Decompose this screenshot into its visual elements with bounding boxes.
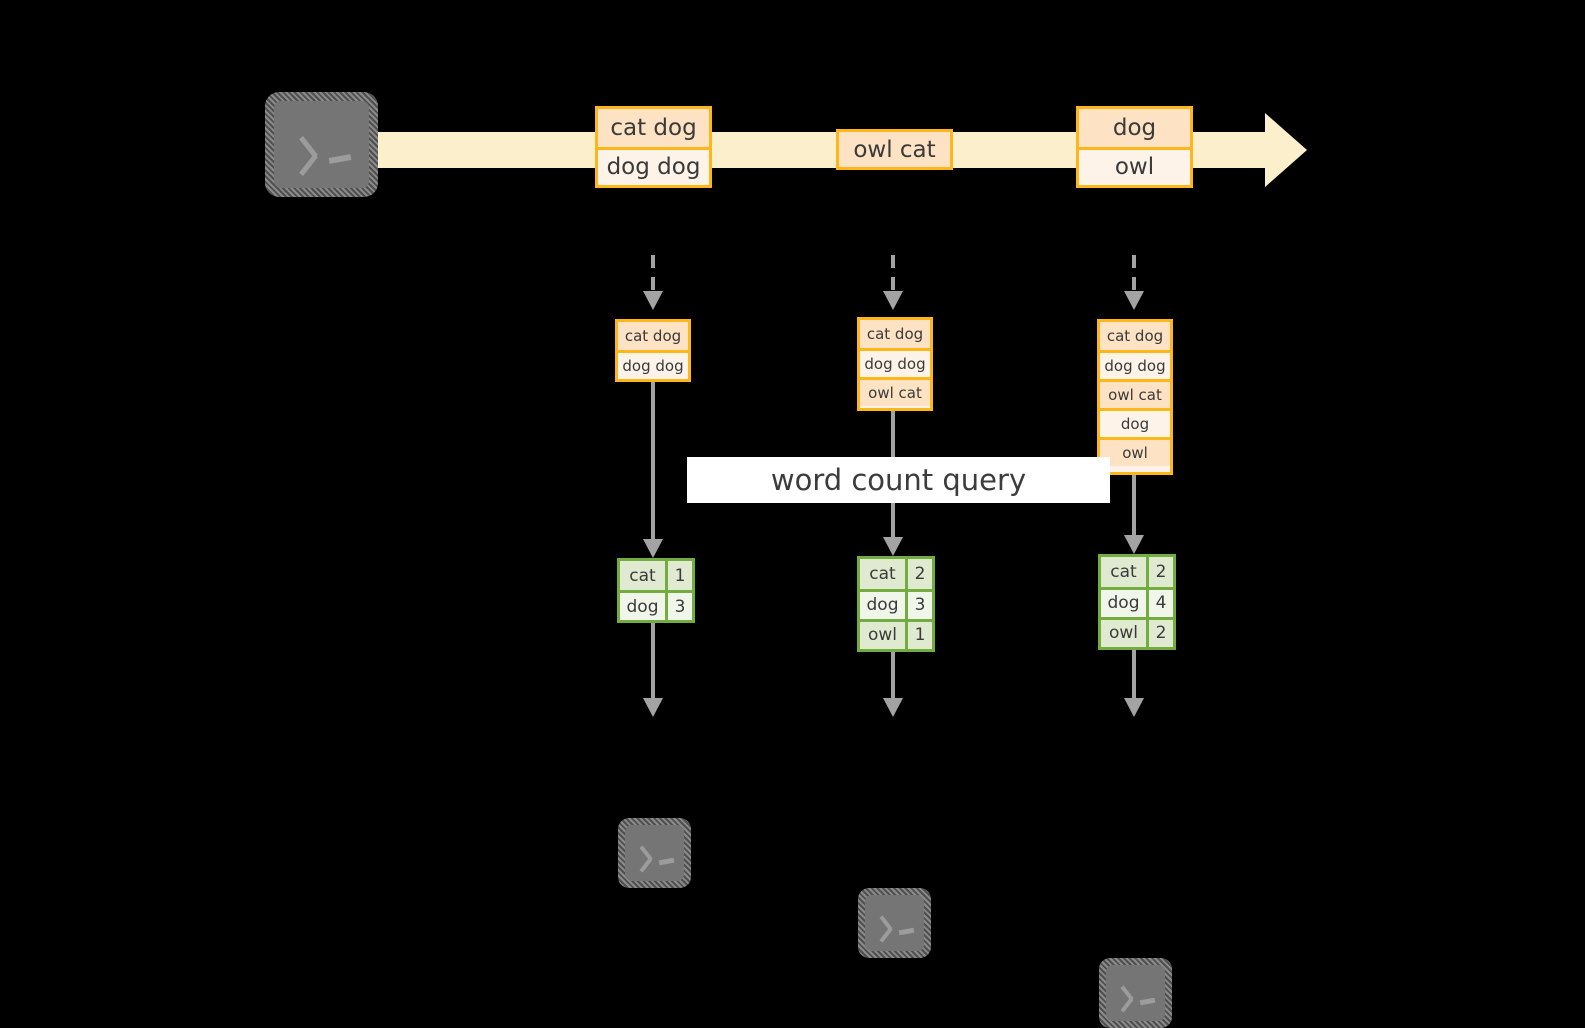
stream-record[interactable]: cat dog dog dog [595,106,712,188]
word-count-row: dog 3 [620,590,692,620]
word-count-row: cat 2 [860,559,932,589]
snapshot-input-table[interactable]: cat dog dog dog owl cat dog owl [1097,319,1173,475]
stream-record-row: dog [1079,109,1190,147]
word-count-row: dog 3 [860,588,932,619]
word-cell: owl [860,621,905,649]
word-cell: cat [860,559,905,589]
count-cell: 3 [905,591,932,619]
snapshot-input-table[interactable]: cat dog dog dog [615,319,691,382]
snapshot-input-row: owl cat [860,377,930,406]
word-cell: cat [1101,557,1146,587]
snapshot-input-row: dog dog [618,350,688,379]
snapshot-input-row: owl [1100,437,1170,466]
word-count-row: owl 2 [1101,616,1173,647]
word-cell: dog [1101,589,1146,617]
snapshot-input-table[interactable]: cat dog dog dog owl cat [857,317,933,411]
count-cell: 2 [1146,619,1173,647]
count-cell: 1 [905,621,932,649]
sink-terminal-icon[interactable] [1099,958,1172,1028]
word-cell: cat [620,561,665,591]
word-count-row: cat 1 [620,561,692,591]
word-cell: dog [620,593,665,620]
stream-record-row: cat dog [598,109,709,147]
word-count-result-table[interactable]: cat 2 dog 4 owl 2 [1098,554,1176,650]
word-count-row: owl 1 [860,618,932,649]
count-cell: 4 [1146,589,1173,617]
snapshot-input-row: dog [1100,408,1170,437]
diagram-canvas: cat dog dog dog owl cat dog owl cat dog … [265,92,1307,1028]
snapshot-input-row: cat dog [860,320,930,348]
word-count-result-table[interactable]: cat 2 dog 3 owl 1 [857,556,935,652]
query-label-band: word count query [687,457,1110,503]
snapshot-input-row: dog dog [1100,350,1170,379]
word-cell: owl [1101,619,1146,647]
stream-record-row: dog dog [598,146,709,185]
count-cell: 2 [905,559,932,589]
count-cell: 2 [1146,557,1173,587]
word-count-result-table[interactable]: cat 1 dog 3 [617,558,695,623]
stream-record-row: owl [1079,146,1190,185]
snapshot-input-row: dog dog [860,348,930,377]
word-count-row: cat 2 [1101,557,1173,587]
sink-terminal-icon[interactable] [858,888,931,958]
stream-record[interactable]: owl cat [836,129,953,170]
stream-record[interactable]: dog owl [1076,106,1193,188]
stream-arrow-head [1265,113,1307,187]
count-cell: 1 [665,561,692,591]
stream-record-row: owl cat [839,132,950,167]
snapshot-input-row: owl cat [1100,379,1170,408]
source-terminal-icon[interactable] [265,92,378,197]
word-cell: dog [860,591,905,619]
count-cell: 3 [665,593,692,620]
sink-terminal-icon[interactable] [618,818,691,888]
word-count-row: dog 4 [1101,586,1173,617]
snapshot-input-row: cat dog [618,322,688,350]
snapshot-input-row: cat dog [1100,322,1170,350]
query-label: word count query [770,463,1027,497]
